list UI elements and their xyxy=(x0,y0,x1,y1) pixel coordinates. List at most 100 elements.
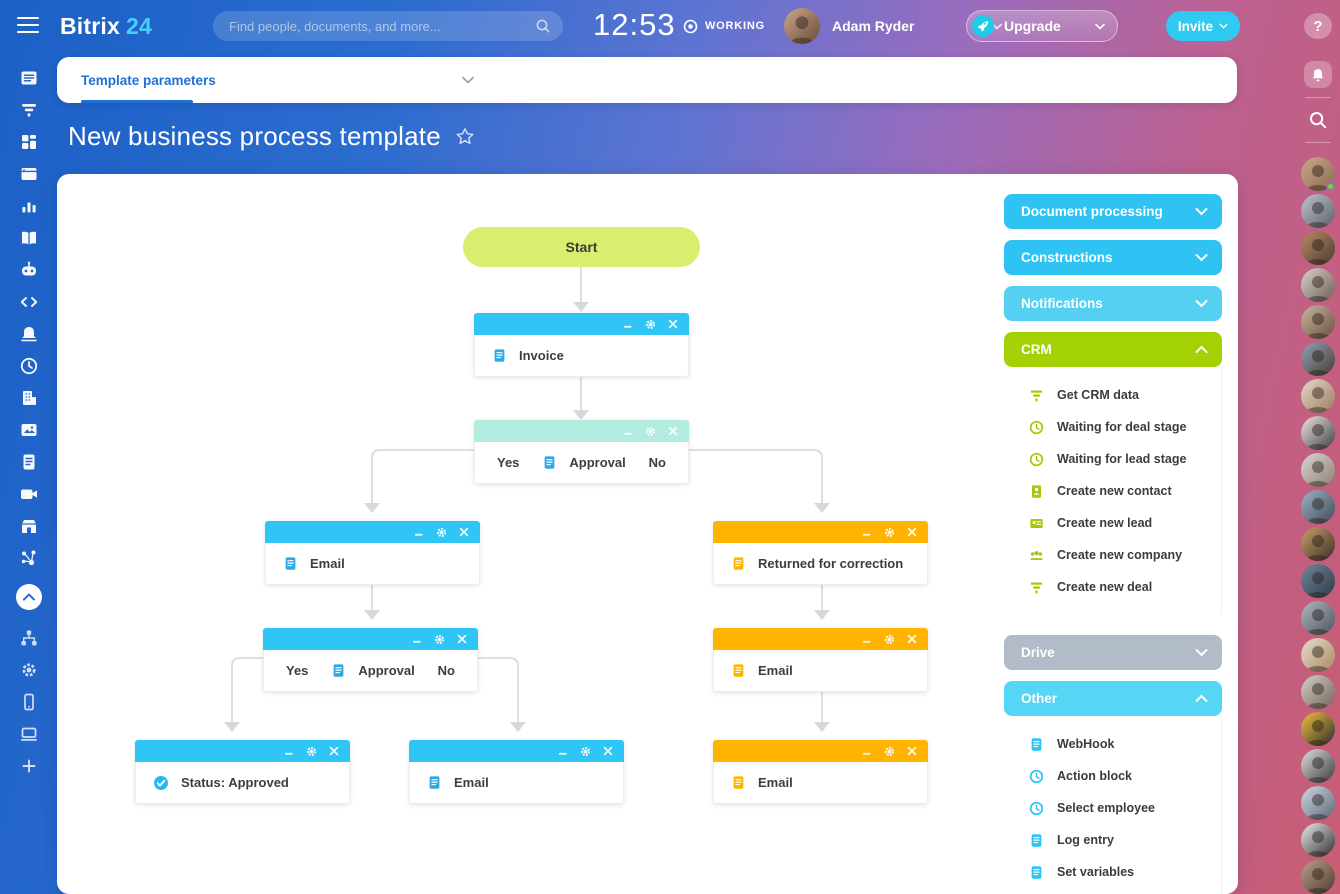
palette-item-waiting-for-lead-stage[interactable]: Waiting for lead stage xyxy=(1004,443,1221,475)
block-titlebar[interactable] xyxy=(474,420,689,442)
settings-gear-icon[interactable] xyxy=(884,746,895,757)
user-avatar[interactable] xyxy=(1301,527,1335,561)
sidebar-item-market[interactable] xyxy=(19,516,39,536)
user-avatar[interactable] xyxy=(1301,860,1335,894)
no-port[interactable]: No xyxy=(648,455,666,470)
sidebar-item-notifications-bell[interactable] xyxy=(19,324,39,344)
sidebar-item-analytics[interactable] xyxy=(19,196,39,216)
notifications-button[interactable] xyxy=(1304,61,1332,88)
user-caret-icon[interactable] xyxy=(992,23,1003,30)
invite-button[interactable]: Invite xyxy=(1166,11,1240,41)
settings-gear-icon[interactable] xyxy=(306,746,317,757)
settings-gear-icon[interactable] xyxy=(434,634,445,645)
collapse-menu-button[interactable] xyxy=(15,584,42,610)
process-block-returned-for-correction[interactable]: Returned for correction xyxy=(713,521,928,585)
sidebar-item-sitemap[interactable] xyxy=(19,628,39,648)
process-block-invoice[interactable]: Invoice xyxy=(474,313,689,377)
minimize-icon[interactable] xyxy=(862,634,872,644)
palette-category-drive[interactable]: Drive xyxy=(1004,635,1222,670)
palette-item-create-new-lead[interactable]: Create new lead xyxy=(1004,507,1221,539)
palette-category-other[interactable]: Other xyxy=(1004,681,1222,716)
block-titlebar[interactable] xyxy=(265,521,480,543)
sidebar-item-time-clock[interactable] xyxy=(19,356,39,376)
palette-category-crm[interactable]: CRM xyxy=(1004,332,1222,367)
block-titlebar[interactable] xyxy=(713,628,928,650)
sidebar-item-sites[interactable] xyxy=(19,164,39,184)
settings-gear-icon[interactable] xyxy=(645,426,656,437)
user-avatar[interactable] xyxy=(1301,823,1335,857)
palette-item-create-new-contact[interactable]: Create new contact xyxy=(1004,475,1221,507)
menu-toggle-icon[interactable] xyxy=(17,17,39,33)
minimize-icon[interactable] xyxy=(862,527,872,537)
sidebar-item-knowledge-base[interactable] xyxy=(19,228,39,248)
minimize-icon[interactable] xyxy=(862,746,872,756)
upgrade-button[interactable]: Upgrade xyxy=(966,10,1118,42)
block-titlebar[interactable] xyxy=(474,313,689,335)
process-block-email-right-2[interactable]: Email xyxy=(713,740,928,804)
user-avatar[interactable] xyxy=(1301,194,1335,228)
sidebar-item-developer-code[interactable] xyxy=(19,292,39,312)
block-titlebar[interactable] xyxy=(713,740,928,762)
sidebar-item-mobile-app[interactable] xyxy=(19,692,39,712)
work-clock[interactable]: 12:53 xyxy=(593,7,676,42)
user-avatar[interactable] xyxy=(1301,638,1335,672)
palette-category-document-processing[interactable]: Document processing xyxy=(1004,194,1222,229)
user-avatar[interactable] xyxy=(1301,305,1335,339)
settings-gear-icon[interactable] xyxy=(580,746,591,757)
sidebar-item-network[interactable] xyxy=(19,548,39,568)
palette-item-log-entry[interactable]: Log entry xyxy=(1004,824,1221,856)
minimize-icon[interactable] xyxy=(412,634,422,644)
palette-category-notifications[interactable]: Notifications xyxy=(1004,286,1222,321)
sidebar-item-desktop-app[interactable] xyxy=(19,724,39,744)
user-avatar[interactable] xyxy=(1301,786,1335,820)
close-icon[interactable] xyxy=(668,319,678,329)
start-block[interactable]: Start xyxy=(463,227,700,267)
close-icon[interactable] xyxy=(329,746,339,756)
user-avatar[interactable] xyxy=(1301,564,1335,598)
sidebar-item-live-feed[interactable] xyxy=(19,68,39,88)
favorite-star-icon[interactable] xyxy=(455,127,475,147)
user-menu[interactable]: Adam Ryder xyxy=(784,8,1003,44)
chevron-down-icon[interactable] xyxy=(462,76,474,84)
settings-gear-icon[interactable] xyxy=(884,634,895,645)
palette-item-create-new-company[interactable]: Create new company xyxy=(1004,539,1221,571)
palette-item-action-block[interactable]: Action block xyxy=(1004,760,1221,792)
user-avatar[interactable] xyxy=(1301,231,1335,265)
user-avatar[interactable] xyxy=(1301,712,1335,746)
sidebar-item-tasks[interactable] xyxy=(19,100,39,120)
user-avatar[interactable] xyxy=(1301,268,1335,302)
sidebar-item-video-calls[interactable] xyxy=(19,484,39,504)
sidebar-item-documents[interactable] xyxy=(19,452,39,472)
close-icon[interactable] xyxy=(603,746,613,756)
sidebar-search-button[interactable] xyxy=(1304,107,1332,133)
sidebar-item-settings[interactable] xyxy=(19,660,39,680)
sidebar-item-company[interactable] xyxy=(19,388,39,408)
search-input[interactable] xyxy=(229,18,535,34)
sidebar-item-add[interactable] xyxy=(19,756,39,776)
palette-item-webhook[interactable]: WebHook xyxy=(1004,728,1221,760)
user-avatar[interactable] xyxy=(1301,453,1335,487)
minimize-icon[interactable] xyxy=(623,319,633,329)
sidebar-item-automation-robot[interactable] xyxy=(19,260,39,280)
bitrix24-logo[interactable]: Bitrix 24 xyxy=(60,0,152,52)
minimize-icon[interactable] xyxy=(284,746,294,756)
close-icon[interactable] xyxy=(457,634,467,644)
user-avatar[interactable] xyxy=(1301,342,1335,376)
palette-category-constructions[interactable]: Constructions xyxy=(1004,240,1222,275)
palette-item-set-variables[interactable]: Set variables xyxy=(1004,856,1221,888)
process-block-email-left[interactable]: Email xyxy=(265,521,480,585)
sidebar-item-photo-gallery[interactable] xyxy=(19,420,39,440)
user-avatar[interactable] xyxy=(784,8,820,44)
user-avatar[interactable] xyxy=(1301,157,1335,191)
yes-port[interactable]: Yes xyxy=(286,663,309,678)
minimize-icon[interactable] xyxy=(414,527,424,537)
palette-item-create-new-deal[interactable]: Create new deal xyxy=(1004,571,1221,603)
close-icon[interactable] xyxy=(668,426,678,436)
user-avatar[interactable] xyxy=(1301,490,1335,524)
no-port[interactable]: No xyxy=(437,663,455,678)
tab-template-parameters[interactable]: Template parameters xyxy=(81,57,216,103)
close-icon[interactable] xyxy=(907,527,917,537)
user-avatar[interactable] xyxy=(1301,675,1335,709)
